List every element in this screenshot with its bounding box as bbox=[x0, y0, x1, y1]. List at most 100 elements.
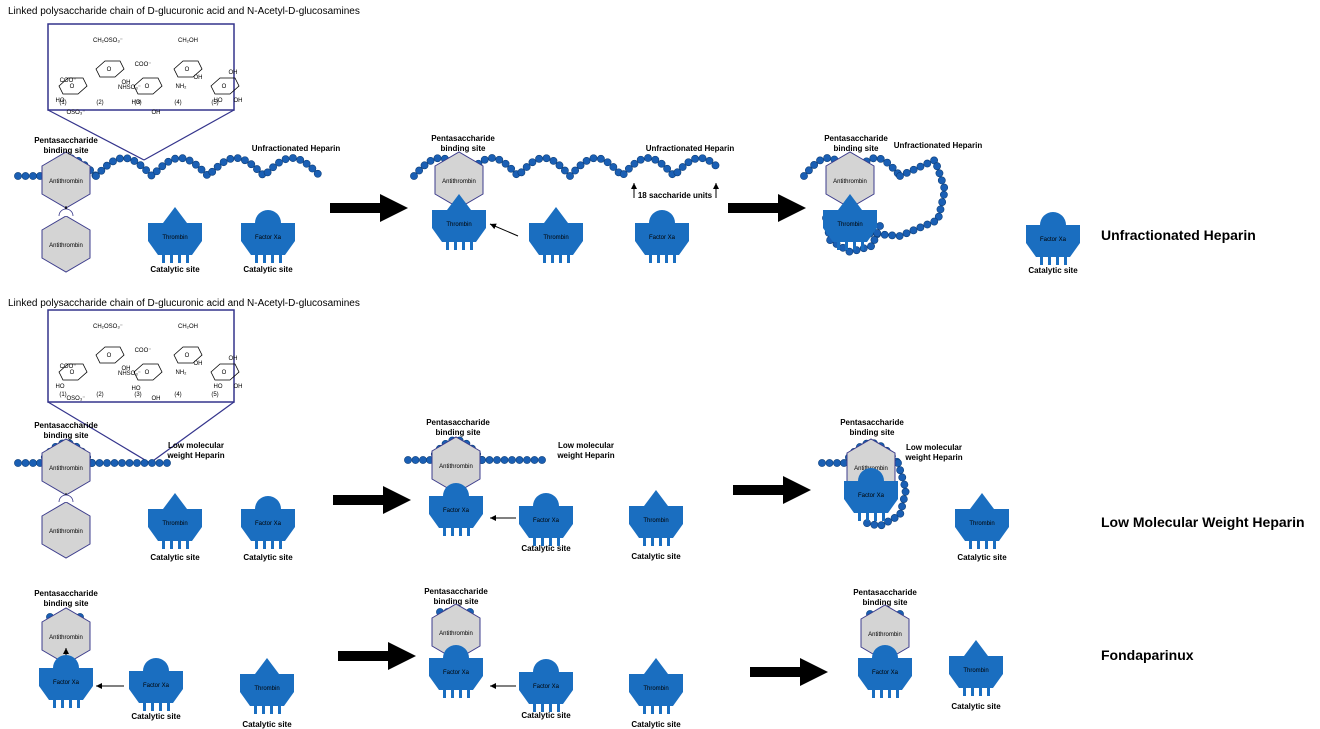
oh-group: OH bbox=[194, 75, 203, 81]
catalytic-tooth bbox=[549, 704, 552, 712]
catalytic-tooth bbox=[549, 538, 552, 546]
saccharide-bead bbox=[876, 154, 885, 163]
saccharide-bead bbox=[880, 230, 889, 239]
saccharide-bead bbox=[269, 163, 277, 172]
catalytic-site-4a: Catalytic site bbox=[150, 553, 200, 562]
big-arrow-2b bbox=[733, 476, 811, 504]
factor-xa-4: Factor Xa bbox=[241, 496, 295, 549]
chain-wave-1 bbox=[92, 154, 322, 180]
saccharide-bead bbox=[253, 165, 261, 173]
saccharide-bead bbox=[818, 459, 826, 467]
saccharide-bead bbox=[825, 459, 834, 467]
saccharide-bead bbox=[123, 154, 132, 163]
sugar-ring bbox=[173, 60, 203, 78]
saccharide-bead bbox=[571, 166, 580, 175]
saccharide-bead bbox=[566, 172, 574, 180]
catalytic-tooth bbox=[543, 255, 546, 263]
saccharide-bead bbox=[940, 183, 949, 192]
saccharide-bead bbox=[535, 154, 543, 163]
big-arrow-shape bbox=[728, 194, 806, 222]
saccharide-bead bbox=[805, 166, 813, 175]
catalytic-tooth bbox=[651, 538, 654, 546]
factor-xa-body bbox=[519, 659, 573, 704]
saccharide-bead bbox=[133, 459, 141, 467]
factor-xa-body bbox=[635, 210, 689, 255]
big-arrow-3a bbox=[338, 642, 416, 670]
saccharide-bead bbox=[916, 223, 925, 232]
pentasaccharide-label: Pentasaccharide bbox=[853, 588, 917, 597]
ch2oh-group: CH₂OH bbox=[178, 324, 198, 330]
saccharide-bead bbox=[603, 158, 612, 167]
saccharide-bead bbox=[142, 166, 151, 175]
catalytic-site-5a: Catalytic site bbox=[521, 544, 571, 553]
saccharide-bead bbox=[115, 154, 124, 163]
saccharide-bead bbox=[869, 154, 878, 163]
chain-caption-row2: Linked polysaccharide chain of D-glucuro… bbox=[8, 298, 360, 309]
saccharide-bead bbox=[411, 456, 420, 464]
arrow-fxa-8 bbox=[490, 683, 516, 689]
factor-xa-8: Factor Xa bbox=[519, 659, 573, 712]
thrombin-bound-3: Thrombin bbox=[823, 194, 877, 250]
thrombin-9: Thrombin bbox=[949, 640, 1003, 696]
ring-oxygen: O bbox=[70, 370, 75, 376]
catalytic-site-5b: Catalytic site bbox=[631, 552, 681, 561]
catalytic-tooth bbox=[462, 242, 465, 250]
catalytic-tooth bbox=[861, 242, 864, 250]
saccharide-bead bbox=[895, 232, 904, 240]
catalytic-tooth bbox=[467, 690, 470, 698]
thrombin-label: Thrombin bbox=[643, 518, 668, 524]
heparin-label-5a: Low molecular bbox=[558, 441, 614, 450]
thrombin-body bbox=[955, 493, 1009, 541]
saccharide-bead bbox=[507, 164, 516, 173]
unit-number: (5) bbox=[211, 392, 218, 398]
catalytic-tooth bbox=[888, 690, 891, 698]
saccharide-bead bbox=[263, 168, 272, 177]
unit-number: (2) bbox=[96, 100, 103, 106]
saccharide-bead bbox=[888, 163, 897, 172]
antithrombin-label: Antithrombin bbox=[442, 179, 476, 185]
catalytic-tooth bbox=[279, 541, 282, 549]
coo-group: COO⁻ bbox=[60, 364, 77, 370]
catalytic-tooth bbox=[69, 700, 72, 708]
saccharide-bead bbox=[147, 171, 156, 180]
catalytic-tooth bbox=[643, 538, 646, 546]
saccharide-bead bbox=[896, 509, 905, 518]
big-arrow-1b bbox=[728, 194, 806, 222]
factor-xa-label: Factor Xa bbox=[53, 680, 80, 686]
antithrombin-shape bbox=[41, 151, 91, 209]
pentasaccharide-label: Pentasaccharide bbox=[424, 587, 488, 596]
saccharide-bead bbox=[800, 172, 808, 180]
catalytic-tooth bbox=[451, 690, 454, 698]
catalytic-tooth bbox=[1040, 257, 1043, 265]
sugar-ring bbox=[95, 60, 125, 78]
catalytic-tooth bbox=[254, 706, 257, 714]
saccharide-bead bbox=[164, 157, 173, 166]
factor-xa-3: Factor Xa bbox=[1026, 212, 1080, 265]
binding-site-label: binding site bbox=[834, 144, 879, 153]
antithrombin-label: Antithrombin bbox=[49, 635, 83, 641]
sugar-ring bbox=[133, 77, 163, 95]
saccharide-bead bbox=[140, 459, 149, 467]
factor-xa-body bbox=[241, 496, 295, 541]
structure-box-row1: O(1)O(2)O(3)O(4)O(5)COO⁻HOOSO₃⁻CH₂OSO₃⁻O… bbox=[47, 23, 243, 161]
saccharide-bead bbox=[158, 162, 167, 171]
thrombin-7: Thrombin bbox=[240, 658, 294, 714]
pentasaccharide-label: Pentasaccharide bbox=[426, 418, 490, 427]
thrombin-label: Thrombin bbox=[969, 521, 994, 527]
saccharide-bead bbox=[876, 222, 884, 230]
factor-xa-label: Factor Xa bbox=[443, 670, 470, 676]
chain-straight-4 bbox=[88, 459, 171, 467]
antithrombin-label: Antithrombin bbox=[439, 464, 473, 470]
saccharide-bead bbox=[898, 502, 906, 511]
sugar-ring bbox=[210, 363, 240, 381]
catalytic-tooth bbox=[557, 538, 560, 546]
thrombin-4: Thrombin bbox=[148, 493, 202, 549]
catalytic-tooth bbox=[186, 255, 189, 263]
catalytic-tooth bbox=[143, 703, 146, 711]
factor-xa-body bbox=[1026, 212, 1080, 257]
saccharide-bead bbox=[208, 167, 217, 176]
saccharide-bead bbox=[97, 166, 106, 175]
saccharide-bead bbox=[644, 154, 652, 162]
catalytic-tooth bbox=[279, 255, 282, 263]
